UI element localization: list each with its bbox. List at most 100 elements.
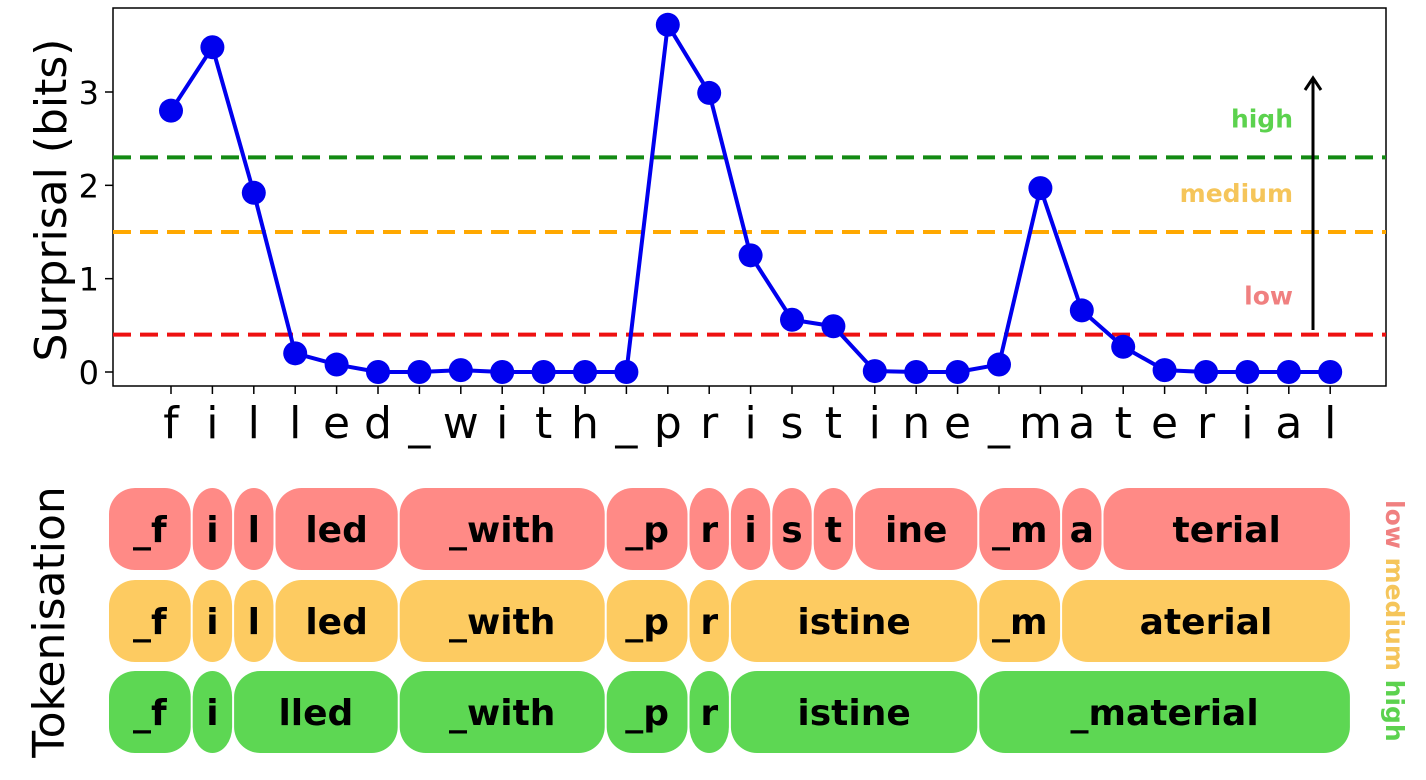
arrow-head [1303,75,1323,91]
token-label: _f [133,602,167,643]
data-point [241,180,266,205]
token-pill-high [606,671,688,753]
token-label: _with [449,510,555,551]
token-label: s [781,510,802,551]
data-point [614,360,639,384]
data-point [490,360,515,384]
data-point [1069,298,1094,323]
token-label: ine [885,510,947,551]
token-label: r [700,693,718,734]
token-label: _f [133,693,167,734]
x-tick-label: r [700,398,719,449]
data-point [738,243,763,268]
token-label: _m [992,602,1048,643]
token-pill-high [109,671,191,753]
threshold-label-medium: medium [1180,179,1293,208]
side-level-labels: low medium high [1380,500,1409,742]
data-point [862,359,887,384]
token-label: _p [625,602,669,643]
token-label: i [206,602,218,643]
x-tick-label: e [1151,398,1178,449]
x-tick-label: l [289,398,301,449]
data-point [407,360,432,384]
token-label: i [744,510,756,551]
token-label: r [700,510,718,551]
data-point [448,358,473,383]
data-point [573,360,597,384]
token-pill-low [234,488,274,570]
data-point [821,314,846,339]
token-pill-high [192,671,233,753]
token-label: terial [1173,510,1281,551]
token-pill-low [192,488,233,570]
x-tick-label: a [1068,398,1095,449]
token-label: i [206,510,218,551]
y-tick-label: 1 [79,261,99,299]
data-point [159,98,183,123]
x-tick-label: e [323,398,350,449]
token-pill-low [689,488,729,570]
x-tick-label: l [1324,398,1336,449]
x-tick-label: _ [407,398,431,449]
token-label: _with [449,602,555,643]
token-pill-medium [606,580,688,662]
data-point [1318,360,1343,384]
token-label: l [248,510,260,551]
data-point [1028,176,1053,201]
x-tick-label: s [781,398,804,449]
token-pill-low [979,488,1061,570]
token-pill-low [855,488,978,570]
token-pill-medium [234,580,274,662]
x-tick-label: i [206,398,218,449]
data-point [945,360,970,384]
x-tick-label: f [163,398,180,449]
x-tick-label: n [902,398,930,449]
token-label: lled [278,693,353,734]
token-label: _m [992,510,1048,551]
y-tick-label: 2 [79,167,99,205]
token-pill-medium [730,580,978,662]
token-label: a [1070,510,1094,551]
token-label: t [825,510,842,551]
data-point [324,352,349,377]
token-pill-medium [979,580,1061,662]
token-label: _f [133,510,167,551]
x-tick-label: m [1019,398,1062,449]
y-tick-label: 3 [79,74,99,112]
data-point [200,35,225,60]
token-pill-high [979,671,1350,753]
token-label: aterial [1140,602,1273,643]
token-label: _p [625,693,669,734]
token-pill-medium [192,580,233,662]
x-tick-label: d [364,398,392,449]
series-line [169,22,1331,374]
data-point [1235,360,1260,384]
token-label: _with [449,693,555,734]
token-pill-medium [689,580,729,662]
token-pill-low [813,488,854,570]
x-tick-label: i [1241,398,1253,449]
token-pill-low [606,488,688,570]
token-pill-medium [275,580,398,662]
side-label-high: high [1380,671,1409,742]
token-pill-high [399,671,605,753]
token-pill-high [730,671,978,753]
token-pill-high [234,671,398,753]
token-label: istine [797,602,910,643]
token-pill-low [275,488,398,570]
side-label-low: low [1380,500,1409,549]
token-label: r [700,602,718,643]
data-point [1276,360,1301,384]
data-point [987,352,1011,377]
data-point [283,341,308,366]
x-tick-label: r [1197,398,1216,449]
x-tick-label: e [944,398,971,449]
token-pill-low [1062,488,1102,570]
token-label: l [248,602,260,643]
x-tick-label: t [825,398,842,449]
token-pill-low [730,488,771,570]
x-tick-label: a [1275,398,1302,449]
data-point [904,360,929,384]
token-pill-low [772,488,812,570]
